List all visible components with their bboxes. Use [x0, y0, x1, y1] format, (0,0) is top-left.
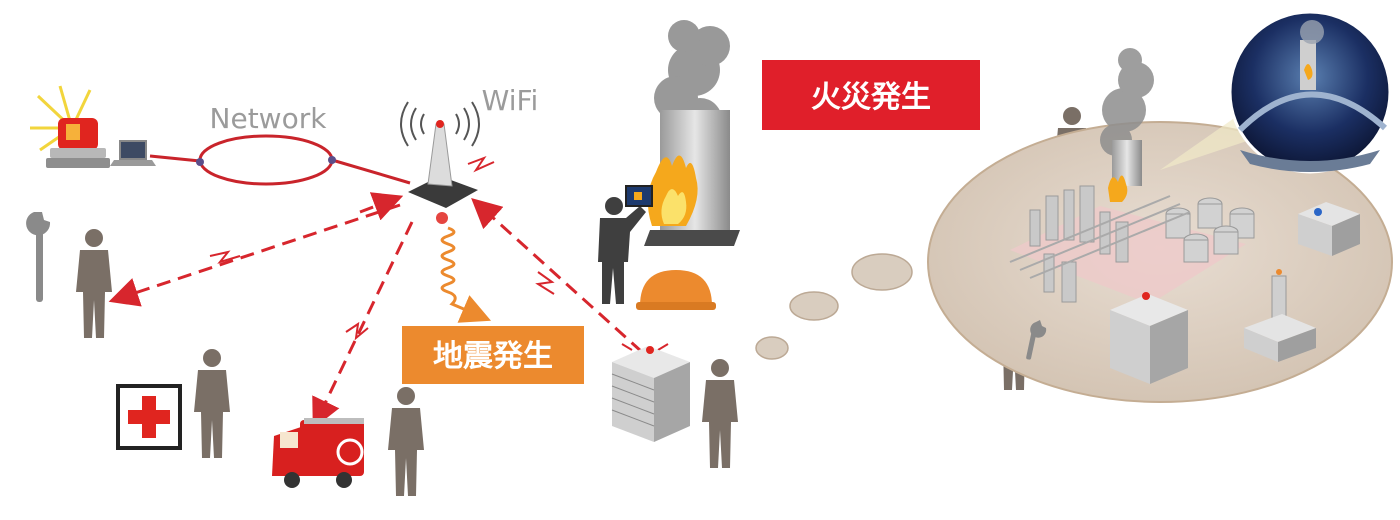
factory-icon [1244, 269, 1316, 362]
wifi-label: WiFi [482, 84, 539, 117]
helmet-icon [636, 270, 716, 310]
first-aid-icon [116, 384, 182, 450]
thought-bubbles [755, 253, 913, 360]
fire-label: 火災発生 [811, 80, 931, 115]
tablet-icon [625, 185, 653, 207]
fire-badge: 火災発生 [762, 60, 980, 130]
siren-icon [30, 85, 110, 168]
network-ring [149, 134, 411, 186]
wrench-icon [26, 212, 51, 302]
laptop-icon [110, 140, 156, 166]
house-icon [1298, 202, 1360, 256]
signal-arrows [108, 192, 644, 429]
network-label: Network [210, 102, 328, 135]
earthquake-wave [440, 226, 492, 323]
smokestack-fire-icon [644, 20, 740, 246]
building-icon [1110, 292, 1188, 384]
fire-truck-icon [272, 418, 364, 488]
worker-tablet [598, 197, 646, 304]
camera-view-icon [1228, 10, 1392, 174]
building-icon [611, 346, 690, 442]
earthquake-label: 地震発生 [433, 339, 553, 374]
wrench-icon [1026, 320, 1047, 360]
wifi-antenna-icon [400, 101, 480, 224]
earthquake-badge: 地震発生 [402, 326, 584, 384]
